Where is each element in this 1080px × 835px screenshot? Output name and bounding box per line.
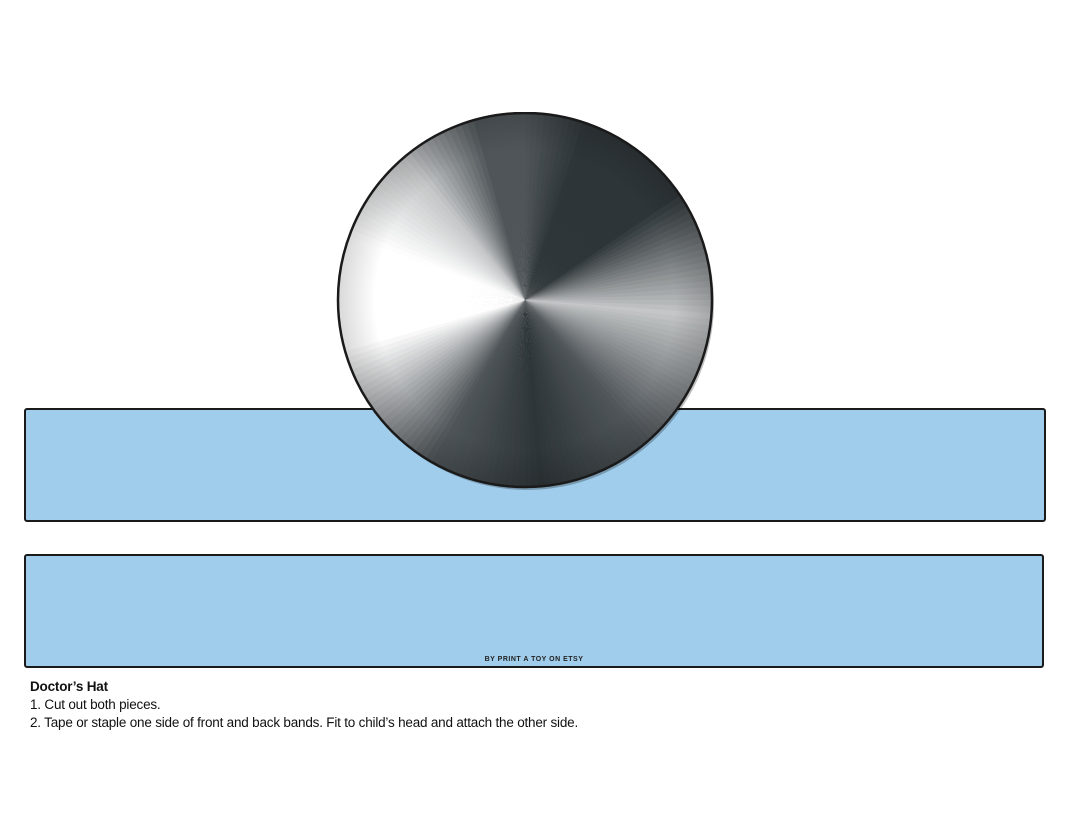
credit-text: BY PRINT A TOY ON ETSY [484, 656, 584, 663]
head-mirror-graphic [336, 112, 714, 490]
instruction-step-1: 1. Cut out both pieces. [30, 697, 161, 712]
instruction-step-2: 2. Tape or staple one side of front and … [30, 715, 579, 730]
instructions-title: Doctor’s Hat [30, 679, 108, 694]
head-mirror-icon [336, 112, 716, 492]
back-band: BY PRINT A TOY ON ETSY [24, 554, 1044, 668]
mirror-rim [336, 112, 714, 489]
instructions: Doctor’s Hat 1. Cut out both pieces. 2. … [30, 678, 930, 732]
